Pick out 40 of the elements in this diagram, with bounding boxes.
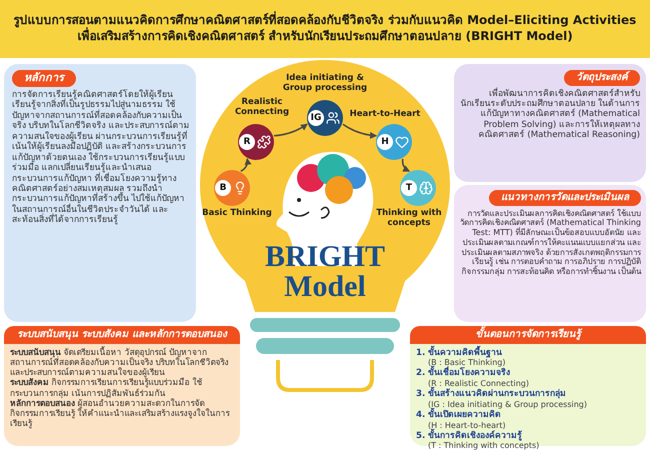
arrow xyxy=(240,158,252,172)
step-subtitle: (T : Thinking with concepts) xyxy=(427,441,540,450)
info-panel xyxy=(4,64,196,322)
section-tag: ขั้นตอนการจัดการเรียนรู้ xyxy=(410,326,646,344)
info-panel xyxy=(454,185,646,322)
stage-label: Thinking with concepts xyxy=(375,209,443,229)
body-text: การจัดการเรียนรู้คณิตศาสตร์โดยให้ผู้เรียน เรียนรู้จากสิ่งที่เป็นรูปธรรมไปสู่นามธรรม ใช้ปัญหาจากสถานการณ์ที่สอดคล้องกับความเป็นจริง บริบทในโลกชีวิตจริง และประสบการณ์ตามความสนใจของผู้เรียน ผ่านกระบวนการเรียนรู้ที่เน้นให้ผู้เรียนลงมือปฏิบัติ และสร้างกระบวนการแก้ปัญหาด้วยตนเอง ใช้กระบวนการเรียนรู้แบบร่วมมือ แลกเปลี่ยนเรียนรู้และนำเสนอกระบวนการแก้ปัญหา ที่เชื่อมโยงความรู้ทางคณิตศาสตร์อย่างสมเหตุสมผล รวมถึงนำกระบวนการแก้ปัญหาที่สร้างขึ้น ไปใช้แก้ปัญหาในสถานการณ์อื่นในชีวิตประจำวันได้ และสะท้อนสิ่งที่ได้จากการเรียนรู้ xyxy=(12,90,190,226)
stage-letter: R xyxy=(239,134,255,150)
step-subtitle: (IG : Idea initiating & Group processing) xyxy=(427,400,588,409)
info-panel xyxy=(4,326,240,446)
stage-label: Idea initiating & Group processing xyxy=(282,74,368,94)
body-text: ระบบสังคม กิจกรรมการเรียนการเรียนรู้แบบร่วมมือ ใช้กระบวนการกลุ่ม เน้นการปฏิสัมพันธ์ร่วมกัน xyxy=(10,377,202,398)
arrow xyxy=(402,158,410,172)
stage-label: Realistic Connecting xyxy=(234,98,290,118)
section-tag: แนวทางการวัดและประเมินผล xyxy=(489,190,641,206)
info-panel xyxy=(454,64,646,182)
step-subtitle: (H : Heart-to-heart) xyxy=(427,420,506,430)
stage-letter: H xyxy=(377,134,393,150)
stage-letter: B xyxy=(215,180,231,196)
arrow xyxy=(274,124,308,137)
body-text: เพื่อพัฒนาการคิดเชิงคณิตศาสตร์สำหรับนักเรียนระดับประถมศึกษาตอนปลาย ในด้านการแก้ปัญหาทางคณิตศาสตร์ (Mathematical Problem Solving) และการให้เหตุผลทางคณิตศาสตร์ (Mathematical Reasoning) xyxy=(460,88,640,141)
section-tag: วัตถุประสงค์ xyxy=(564,70,640,86)
step-title: 5. ขั้นการคิดเชิงองค์ความรู้ xyxy=(416,431,522,442)
stage-letter: T xyxy=(401,180,417,196)
step-title: 1. ขั้นความคิดพื้นฐาน xyxy=(416,348,502,358)
step-subtitle: (B : Basic Thinking) xyxy=(427,358,506,367)
body-text: หลักการตอบสนอง ผู้สอนอำนวยความสะดวกในการจัดกิจกรรมการเรียนรู้ ให้คำแนะนำและเสริมสร้างแรงจูงใจในการเรียนรู้ xyxy=(10,398,231,428)
section-tag: หลักการ xyxy=(12,70,76,87)
step-subtitle: (R : Realistic Connecting) xyxy=(427,378,529,388)
stage-letter: IG xyxy=(308,110,324,126)
lightbulb-shape xyxy=(200,60,450,312)
step-title: 4. ขั้นเปิดเผยความคิด xyxy=(416,410,502,421)
arrow xyxy=(342,124,378,139)
step-title: 3. ขั้นสร้างแนวคิดผ่านกระบวนการกลุ่ม xyxy=(416,389,566,400)
step-title: 2. ขั้นเชื่อมโยงความจริง xyxy=(416,368,510,379)
section-tag: ระบบสนับสนุน ระบบสังคม และหลักการตอบสนอง xyxy=(4,326,240,344)
title-text: รูปแบบการสอนตามแนวคิดการศึกษาคณิตศาสตร์ที่สอดคล้องกับชีวิตจริง ร่วมกับแนวคิด Model–Eliciting Activities เพื่อเสริมสร้างการคิดเชิงคณิตศาสตร์ สำหรับนักเรียนประถมศึกษาตอนปลาย (BRIGHT Model) xyxy=(12,13,638,45)
body-text: ระบบสนับสนุน จัดเตรียมเนื้อหา วัสดุอุปกรณ์ ปัญหาจากสถานการณ์ที่สอดคล้องกับความเป็นจริง บริบทในโลกชีวิตจริง และประสบการณ์ตามความสนใจของผู้เรียน xyxy=(10,346,230,378)
stage-label: Heart-to-Heart xyxy=(348,110,422,120)
body-text: การวัดและประเมินผลการคิดเชิงคณิตศาสตร์ ใช้แบบวัดการคิดเชิงคณิตศาสตร์ (Mathematical Thinking Test: MTT) ที่มีลักษณะเป็นข้อสอบแบบอัตนัย และประเมินผลตามเกณฑ์การให้คะแนนแบบแยกส่วน และประเมินผลตามสภาพจริง ด้วยการสังเกตพฤติกรรมการเรียนรู้ เช่น การตอบคำถาม การอภิปราย การปฏิบัติกิจกรรมกลุ่ม การสะท้อนคิด หรือการทำชิ้นงาน เป็นต้น xyxy=(459,208,641,277)
